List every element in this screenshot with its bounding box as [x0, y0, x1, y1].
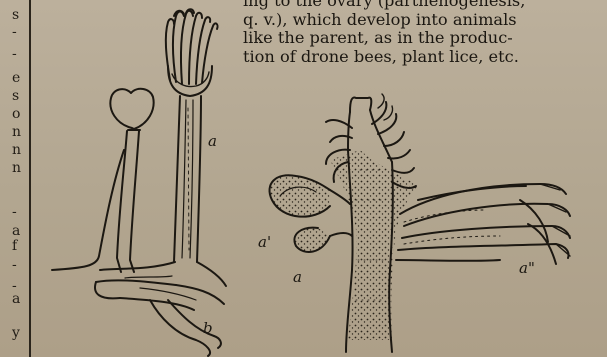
label-tubes: a"	[519, 259, 535, 277]
label-sac-upper: a'	[258, 233, 271, 251]
label-root: b	[203, 319, 213, 337]
right-figure	[269, 94, 570, 352]
label-stalk: a	[208, 132, 217, 150]
left-figure	[52, 9, 226, 356]
label-sac-lower: a	[293, 268, 302, 286]
